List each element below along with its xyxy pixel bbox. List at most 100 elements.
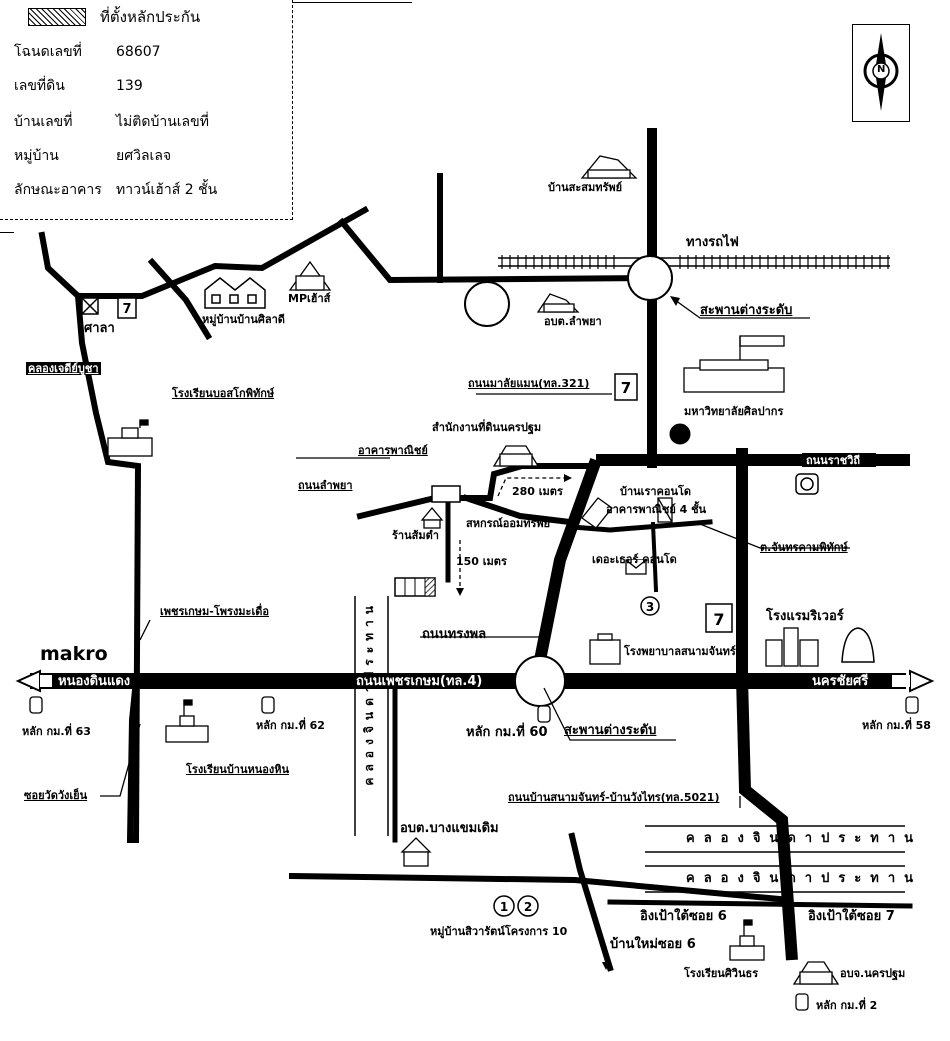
label-terrace-condo: เดอะเธอร์ คอนโด bbox=[592, 553, 677, 566]
label-rachawithi-road: ถนนราชวิถี bbox=[806, 454, 861, 467]
terrace-condo-icon bbox=[625, 559, 647, 575]
label-village-10: หมู่บ้านสิวารัตน์โครงการ 10 bbox=[430, 925, 568, 938]
label-sala: ศาลา bbox=[84, 321, 115, 336]
hotel-icon bbox=[765, 627, 819, 667]
compass-rose: N bbox=[852, 24, 910, 122]
label-sanam-chan-road: ถนนบ้านสนามจันทร์-บ้านวังไทร(ทล.5021) bbox=[508, 791, 720, 804]
obt-lam-phaya-icon bbox=[536, 293, 580, 313]
road-south-west bbox=[288, 872, 794, 904]
arrow-west bbox=[15, 669, 41, 693]
label-commercial-4: อาคารพาณิชย์ 4 ชั้น bbox=[606, 503, 707, 516]
info-key: บ้านเลขที่ bbox=[14, 114, 73, 130]
roundabout-west bbox=[464, 281, 510, 327]
label-coop: สหกรณ์ออมทรัพย์ bbox=[466, 517, 551, 530]
svg-text:3: 3 bbox=[646, 600, 654, 614]
road-songpon bbox=[534, 457, 602, 662]
road-nw-1 bbox=[38, 205, 370, 299]
svg-text:7: 7 bbox=[122, 302, 131, 317]
road-ing-pao bbox=[607, 899, 913, 909]
info-key: โฉนดเลขที่ bbox=[14, 44, 82, 60]
label-soi-wang-yen: ซอยวัดวังเย็น bbox=[24, 789, 88, 802]
info-row-land-no: เลขที่ดิน 139 bbox=[14, 76, 143, 96]
label-malaiman-road: ถนนมาลัยแมน(ทล.321) bbox=[468, 377, 590, 390]
label-nakhon-chaisi: นครชัยศรี bbox=[812, 674, 869, 689]
label-ing-pao-7: อิงเป้าใต้ซอย 7 bbox=[808, 909, 895, 924]
school-icon-west bbox=[107, 419, 153, 457]
label-flyover-north: สะพานต่างระดับ bbox=[700, 303, 793, 318]
label-baan-condo: บ้านเราคอนโด bbox=[620, 485, 692, 498]
seven-eleven-icon bbox=[117, 297, 137, 319]
label-baan-sasom: บ้านสะสมทรัพย์ bbox=[548, 181, 623, 194]
village-10-icon bbox=[493, 895, 539, 917]
svg-text:2: 2 bbox=[524, 900, 532, 914]
road-west-vertical bbox=[74, 292, 142, 844]
label-lam-phaya-road: ถนนลำพยา bbox=[298, 479, 353, 492]
label-songpon-road: ถนนทรงพล bbox=[422, 627, 487, 642]
info-value: ไม่ติดบ้านเลขที่ bbox=[116, 114, 209, 130]
info-value: 139 bbox=[116, 78, 143, 94]
label-canal-south-1: คลองจินดาประทาน bbox=[686, 831, 923, 846]
divider bbox=[292, 2, 412, 3]
shell-icon bbox=[841, 627, 875, 663]
label-petkasem-road: ถนนเพชรเกษม(ทล.4) bbox=[356, 674, 483, 689]
label-village-sala: หมู่บ้านบ้านศิลาดี bbox=[202, 313, 285, 326]
school-icon-nong-hin bbox=[165, 699, 209, 743]
seven-eleven-icon-3 bbox=[705, 603, 733, 633]
info-row-village: หมู่บ้าน ยศวิลเลจ bbox=[14, 146, 171, 166]
label-nong-din-daeng: หนองดินแดง bbox=[58, 674, 131, 689]
circle-3-icon bbox=[640, 596, 660, 616]
info-key: หมู่บ้าน bbox=[14, 148, 59, 164]
info-row-house-no: บ้านเลขที่ ไม่ติดบ้านเลขที่ bbox=[14, 112, 209, 132]
railway-line bbox=[498, 255, 890, 269]
coop-icon bbox=[581, 497, 613, 529]
road-condo bbox=[569, 519, 713, 533]
land-office-icon bbox=[492, 445, 540, 467]
label-obt-lam-phaya: อบต.ลำพยา bbox=[544, 315, 602, 328]
divider bbox=[0, 232, 14, 233]
label-silpakorn: มหาวิทยาลัยศิลปากร bbox=[684, 405, 784, 418]
info-value: 68607 bbox=[116, 44, 161, 60]
label-distance-150: 150 เมตร bbox=[456, 555, 507, 568]
arrow-east bbox=[909, 669, 935, 693]
label-petkasem-pong: เพชรเกษม-โพรงมะเดื่อ bbox=[160, 605, 269, 618]
gas-station-icon bbox=[795, 473, 819, 495]
sala-icon bbox=[81, 297, 99, 315]
label-makro: makro bbox=[40, 643, 108, 665]
seven-eleven-icon-2 bbox=[614, 373, 638, 401]
label-obj-nakhon-pathom: อบจ.นครปฐม bbox=[840, 967, 906, 980]
label-canal-south-2: คลองจินดาประทาน bbox=[686, 871, 923, 886]
legend-title: ที่ตั้งหลักประกัน bbox=[100, 8, 201, 26]
info-row-deed: โฉนดเลขที่ 68607 bbox=[14, 42, 161, 62]
commercial-4-icon bbox=[657, 497, 673, 523]
label-canal-west: คลองเจดีย์บูชา bbox=[26, 362, 101, 375]
roundabout-north bbox=[627, 255, 673, 301]
label-km-2: หลัก กม.ที่ 2 bbox=[816, 999, 878, 1012]
property-info-panel: ที่ตั้งหลักประกัน โฉนดเลขที่ 68607 เลขที… bbox=[0, 0, 293, 220]
info-value: ทาวน์เฮ้าส์ 2 ชั้น bbox=[116, 182, 218, 198]
label-km-63: หลัก กม.ที่ 63 bbox=[22, 725, 91, 738]
roundabout-south bbox=[514, 655, 566, 707]
road-sw-vertical bbox=[126, 676, 140, 844]
label-flyover-south: สะพานต่างระดับ bbox=[564, 723, 657, 738]
svg-text:1: 1 bbox=[500, 900, 508, 914]
label-mp-house: MPเฮ้าส์ bbox=[288, 292, 331, 305]
leader-lines bbox=[100, 299, 850, 966]
label-km-62: หลัก กม.ที่ 62 bbox=[256, 719, 325, 732]
road-nw-north bbox=[337, 217, 656, 284]
obj-icon bbox=[792, 961, 840, 985]
label-land-office: สำนักงานที่ดินนครปฐม bbox=[432, 421, 542, 434]
silpakorn-emblem-icon bbox=[669, 423, 691, 445]
label-hospital: โรงพยาบาลสนามจันทร์ bbox=[624, 645, 736, 658]
info-row-building-type: ลักษณะอาคาร ทาวน์เฮ้าส์ 2 ชั้น bbox=[14, 180, 217, 200]
canal-lines bbox=[354, 596, 905, 893]
label-obt-bang-khaem: อบต.บางแขมเดิม bbox=[400, 821, 499, 836]
obt-bang-khaem-icon bbox=[400, 837, 432, 867]
commercial-building-box bbox=[431, 485, 461, 503]
house-icon bbox=[204, 277, 266, 309]
label-pork-shop: ร้านส้มตำ bbox=[392, 529, 439, 542]
mp-house-icon bbox=[288, 260, 332, 291]
label-baan-mai-6: บ้านใหม่ซอย 6 bbox=[610, 937, 696, 952]
pork-shop-icon bbox=[420, 506, 444, 529]
